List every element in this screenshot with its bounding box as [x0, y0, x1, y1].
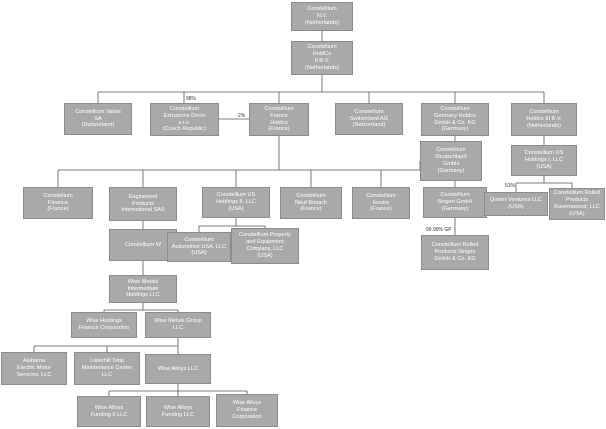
node-wise-alloys: Wise Alloys LLC [145, 354, 211, 384]
node-automotive-usa: Constellium Automotive USA, LLC (USA) [167, 232, 231, 262]
node-us-holdings-i: Constellium US Holdings I, LLC (USA) [511, 145, 577, 176]
node-neuf-brisach: Constellium Neuf Brisach (France) [280, 187, 342, 219]
node-deutschland: Constellium Deutschland GmbH (Germany) [420, 141, 482, 181]
node-constellium-nv: Constellium N.V. (Netherlands) [291, 2, 353, 31]
node-listerhill: Listerhill Total Maintenance Center LLC [74, 352, 140, 385]
ownership-label-decin-98: 98% [186, 96, 197, 102]
node-wise-holdings-finance: Wise Holdings Finance Corporation [71, 312, 137, 338]
node-germany-holdco: Constellium Germany Holdco GmbH & Co. KG… [421, 103, 489, 136]
node-finance: Constellium Finance (France) [23, 187, 93, 219]
node-rolled-products-singen: Constellium Rolled Products Singen GmbH … [421, 235, 489, 270]
node-switzerland-ag: Constellium Switzerland AG (Switzerland) [335, 103, 403, 135]
node-singen: Constellium Singen GmbH (Germany) [423, 187, 487, 218]
node-alabama-electric: Alabama Electric Motor Services, LLC [1, 352, 67, 385]
node-us-holdings-ii: Constellium US Holdings II, LLC (USA) [202, 187, 270, 218]
node-property-equipment: Constellium Property and Equipment Compa… [231, 228, 299, 264]
node-quiver-ventures: Quiver Ventures LLC (USA) [484, 192, 548, 216]
node-engineered-products: Engineered Products International SAS [109, 187, 177, 221]
node-france-holdco: Constellium France Holdco (France) [249, 103, 309, 136]
ownership-label-rolled-singen-gp: 99.99% GP [426, 227, 452, 233]
node-wise-alloys-finance: Wise Alloys Finance Corporation [216, 394, 278, 427]
ownership-label-decin-2: 2% [238, 113, 246, 119]
node-wise-metals-group: Wise Metals Group LLC [145, 312, 211, 338]
node-holdco-ii: Constellium HoldCo II B.V. (Netherlands) [291, 41, 353, 75]
node-valais: Constellium Valais SA (Switzerland) [64, 103, 132, 135]
ownership-label-quiver-51: 51% [505, 183, 516, 189]
node-issoire: Constellium Issoire (France) [352, 187, 410, 219]
node-wise-metals-intermediate: Wise Metals Intermediate Holdings LLC [109, 275, 177, 303]
node-wise-alloys-funding: Wise Alloys Funding LLC [146, 396, 210, 427]
node-wise-alloys-funding-ii: Wise Alloys Funding II LLC [77, 396, 141, 427]
node-ravenswood: Constellium Rolled Products Ravenswood, … [549, 188, 605, 220]
node-extrusions-decin: Constellium Extrusions Decin s.r.o. (Cze… [150, 103, 219, 136]
node-holdco-iii: Constellium Holdco III B.V. (Netherlands… [511, 103, 577, 136]
